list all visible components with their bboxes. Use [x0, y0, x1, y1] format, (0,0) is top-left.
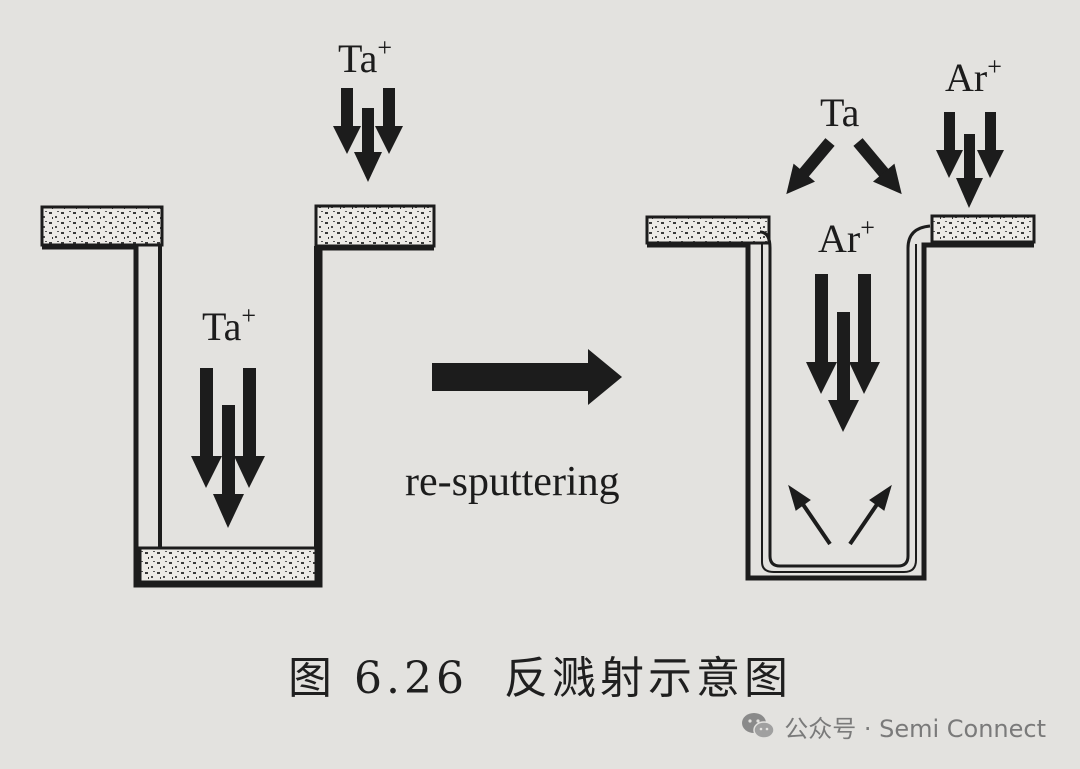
down-arrow — [333, 88, 361, 154]
left-inside-ion-arrows — [191, 368, 265, 528]
right-top-deposit-left — [645, 215, 771, 245]
wechat-icon — [742, 713, 775, 739]
down-arrow — [213, 405, 244, 528]
left-bottom-deposit — [138, 546, 318, 584]
right-top-ar-arrows — [936, 112, 1004, 208]
right-inside-ar-label: Ar+ — [818, 213, 875, 261]
left-trench-inner — [158, 245, 318, 548]
figure-caption: 图 6.26 反溅射示意图 — [0, 642, 1080, 706]
process-arrow — [432, 349, 622, 405]
down-arrow — [849, 274, 880, 394]
right-inside-ar-arrows — [806, 274, 880, 432]
diagonal-arrow-right — [853, 138, 902, 195]
ta-resputter-arrows — [786, 138, 902, 195]
down-arrow — [936, 112, 963, 178]
left-trench — [40, 204, 436, 588]
rebound-arrow-right — [848, 498, 882, 546]
right-top-deposit-right — [930, 214, 1036, 244]
left-top-deposit-left — [40, 205, 164, 247]
right-trench-outline — [647, 242, 1034, 581]
left-trench-outline — [42, 244, 434, 588]
watermark: 公众号 · Semi Connect — [740, 706, 1046, 746]
right-top-ar-label: Ar+ — [945, 52, 1002, 100]
diagonal-arrow-left — [786, 138, 835, 195]
left-top-ion-label: Ta+ — [338, 33, 392, 81]
bottom-rebound-arrows — [788, 484, 892, 546]
down-arrow — [234, 368, 265, 488]
left-top-ion-arrows — [333, 88, 403, 182]
rebound-arrow-left — [798, 498, 832, 546]
right-conformal-liner — [759, 224, 931, 568]
right-conformal-liner-inner — [761, 242, 917, 573]
down-arrow — [828, 312, 859, 432]
down-arrow — [191, 368, 222, 488]
left-top-deposit-right — [314, 204, 436, 248]
left-inside-ion-label: Ta+ — [202, 301, 256, 349]
down-arrow — [806, 274, 837, 394]
watermark-text: 公众号 · Semi Connect — [784, 714, 1046, 743]
figure-number: 图 6.26 — [288, 653, 468, 704]
figure-title: 反溅射示意图 — [503, 653, 792, 704]
down-arrow — [956, 134, 983, 208]
down-arrow — [354, 108, 382, 182]
right-trench — [645, 214, 1036, 581]
down-arrow — [375, 88, 403, 154]
process-label: re-sputtering — [405, 459, 620, 505]
ta-label: Ta — [820, 90, 860, 135]
down-arrow — [977, 112, 1004, 178]
